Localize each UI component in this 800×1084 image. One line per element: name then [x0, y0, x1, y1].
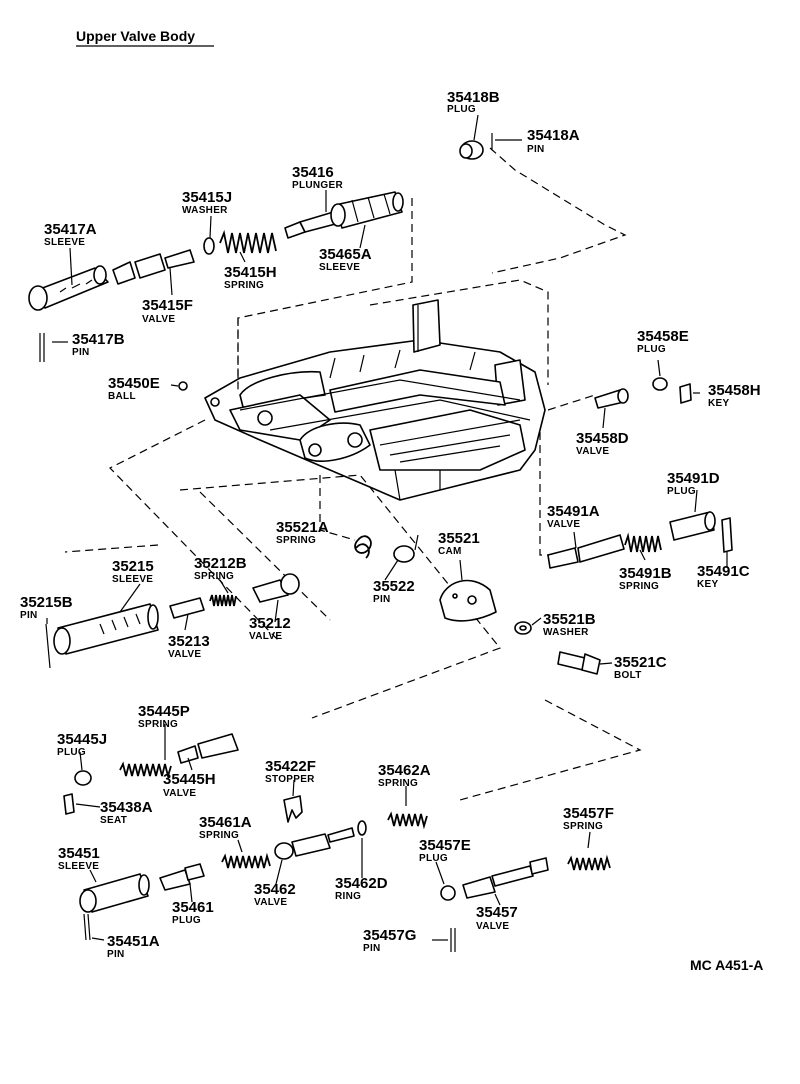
- part-number: 35418A: [527, 127, 580, 144]
- part-name: SLEEVE: [58, 861, 99, 872]
- part-number: 35450E: [108, 375, 160, 392]
- part-number: 35491C: [697, 563, 750, 580]
- part-name: VALVE: [547, 519, 580, 530]
- part-name: WASHER: [543, 627, 589, 638]
- part-number: 35521C: [614, 654, 667, 671]
- part-number: 35417A: [44, 221, 97, 238]
- part-name: CAM: [438, 546, 462, 557]
- part-name: VALVE: [576, 446, 609, 457]
- part-name: PLUG: [419, 853, 448, 864]
- part-name: SPRING: [563, 821, 603, 832]
- part-number: 35445J: [57, 731, 107, 748]
- part-number: 35491B: [619, 565, 672, 582]
- part-number: 35212: [249, 615, 291, 632]
- part-number: 35491A: [547, 503, 600, 520]
- leader-lines: [46, 114, 728, 941]
- part-name: RING: [335, 891, 361, 902]
- part-name: SLEEVE: [112, 574, 153, 585]
- part-name: SPRING: [378, 778, 418, 789]
- part-number: 35418B: [447, 89, 500, 106]
- part-number: 35415F: [142, 297, 193, 314]
- part-name: VALVE: [163, 788, 196, 799]
- part-name: VALVE: [476, 921, 509, 932]
- part-name: BOLT: [614, 670, 642, 681]
- part-name: PLUG: [637, 344, 666, 355]
- part-name: STOPPER: [265, 774, 315, 785]
- part-number: 35458D: [576, 430, 629, 447]
- part-number: 35521A: [276, 519, 329, 536]
- part-name: PLUNGER: [292, 180, 343, 191]
- part-name: SPRING: [199, 830, 239, 841]
- part-illustrations: [28, 133, 733, 952]
- part-name: KEY: [697, 579, 718, 590]
- part-number: 35457E: [419, 837, 471, 854]
- part-number: 35465A: [319, 246, 372, 263]
- part-number: 35522: [373, 578, 415, 595]
- part-number: 35458E: [637, 328, 689, 345]
- part-number: 35212B: [194, 555, 247, 572]
- part-number: 35445P: [138, 703, 190, 720]
- part-name: SPRING: [276, 535, 316, 546]
- part-name: PLUG: [667, 486, 696, 497]
- part-name: SLEEVE: [44, 237, 85, 248]
- part-number: 35438A: [100, 799, 153, 816]
- part-name: WASHER: [182, 205, 228, 216]
- part-name: PLUG: [447, 104, 476, 115]
- part-number: 35416: [292, 164, 334, 181]
- part-name: PIN: [107, 949, 125, 960]
- part-name: SPRING: [194, 571, 234, 582]
- part-name: PIN: [20, 610, 38, 621]
- part-name: SPRING: [619, 581, 659, 592]
- part-number: 35215B: [20, 594, 73, 611]
- part-name: VALVE: [168, 649, 201, 660]
- part-number: 35462D: [335, 875, 388, 892]
- part-number: 35451A: [107, 933, 160, 950]
- part-name: PIN: [72, 347, 90, 358]
- part-number: 35445H: [163, 771, 216, 788]
- part-name: PIN: [527, 144, 545, 155]
- part-number: 35458H: [708, 382, 761, 399]
- diagram-title: Upper Valve Body: [76, 28, 195, 44]
- part-number: 35451: [58, 845, 100, 862]
- part-number: 35422F: [265, 758, 316, 775]
- part-number: 35457G: [363, 927, 416, 944]
- part-name: PIN: [373, 594, 391, 605]
- part-name: VALVE: [249, 631, 282, 642]
- part-number: 35461A: [199, 814, 252, 831]
- part-name: SPRING: [224, 280, 264, 291]
- part-number: 35462A: [378, 762, 431, 779]
- drawing-code: MC A451-A: [690, 957, 763, 973]
- part-name: PIN: [363, 943, 381, 954]
- part-name: KEY: [708, 398, 729, 409]
- part-name: BALL: [108, 391, 136, 402]
- part-number: 35462: [254, 881, 296, 898]
- part-name: VALVE: [142, 314, 175, 325]
- part-number: 35415J: [182, 189, 232, 206]
- part-name: SEAT: [100, 815, 127, 826]
- part-name: SLEEVE: [319, 262, 360, 273]
- part-number: 35461: [172, 899, 214, 916]
- part-name: VALVE: [254, 897, 287, 908]
- part-labels: 35418B PLUG 35418A PIN 35416 PLUNGER 354…: [20, 89, 761, 960]
- part-name: PLUG: [172, 915, 201, 926]
- part-number: 35521: [438, 530, 480, 547]
- part-number: 35213: [168, 633, 210, 650]
- part-name: SPRING: [138, 719, 178, 730]
- part-number: 35415H: [224, 264, 277, 281]
- part-number: 35521B: [543, 611, 596, 628]
- part-number: 35457F: [563, 805, 614, 822]
- part-number: 35457: [476, 904, 518, 921]
- part-number: 35417B: [72, 331, 125, 348]
- part-number: 35491D: [667, 470, 720, 487]
- part-name: PLUG: [57, 747, 86, 758]
- upper-valve-body-illustration: [204, 299, 546, 501]
- part-number: 35215: [112, 558, 154, 575]
